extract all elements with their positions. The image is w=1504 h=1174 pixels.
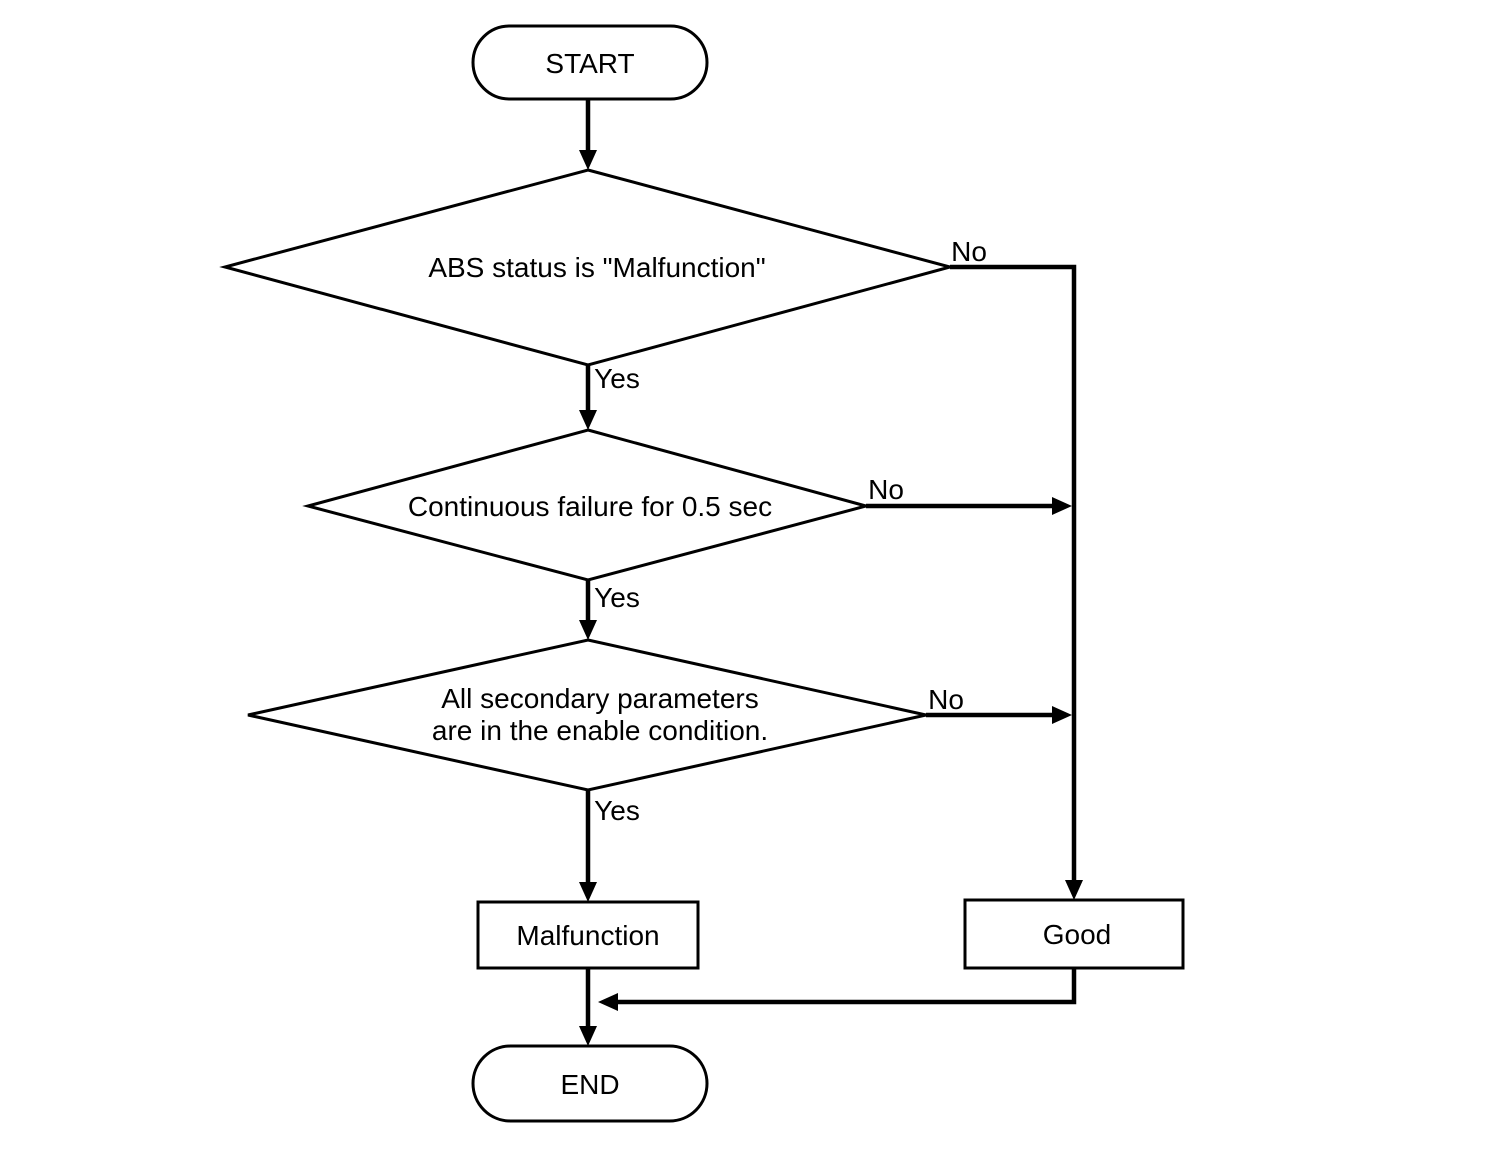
edge-label-decision2-no: No — [868, 474, 904, 505]
arrowhead-right-trunk2 — [1052, 706, 1072, 724]
connector-decision1-no-trunk — [950, 264, 1077, 881]
edge-label-decision1-yes: Yes — [594, 363, 640, 394]
arrowhead-down-good — [1065, 880, 1083, 900]
edge-label-decision3-yes: Yes — [594, 795, 640, 826]
connector-good-to-junction — [617, 968, 1077, 1005]
decision3-label-line2: are in the enable condition. — [431, 715, 769, 746]
end-terminator-shape — [471, 1044, 709, 1123]
decision2-label: Continuous failure for 0.5 sec — [407, 491, 773, 522]
edge-label-decision3-no: No — [928, 684, 964, 715]
arrowhead-down-decision1 — [579, 150, 597, 170]
arrowhead-left-junction — [598, 993, 618, 1011]
decision1-label: ABS status is "Malfunction" — [428, 252, 766, 283]
arrowhead-down-decision3 — [579, 620, 597, 640]
arrowhead-down-end — [579, 1026, 597, 1046]
arrowhead-right-trunk1 — [1052, 497, 1072, 515]
arrowhead-down-malfunction — [579, 882, 597, 902]
good-label: Good — [1042, 919, 1112, 950]
malfunction-label: Malfunction — [516, 920, 660, 951]
start-label: START — [545, 48, 635, 79]
decision3-label: All secondary parameters are in the enab… — [432, 683, 768, 747]
end-label: END — [560, 1069, 620, 1100]
malfunction-box-shape — [476, 900, 700, 970]
good-box-shape — [963, 898, 1185, 970]
edge-label-decision1-no: No — [951, 236, 987, 267]
decision3-label-line1: All secondary parameters — [441, 683, 759, 714]
arrowhead-down-decision2 — [579, 410, 597, 430]
edge-label-decision2-yes: Yes — [594, 582, 640, 613]
